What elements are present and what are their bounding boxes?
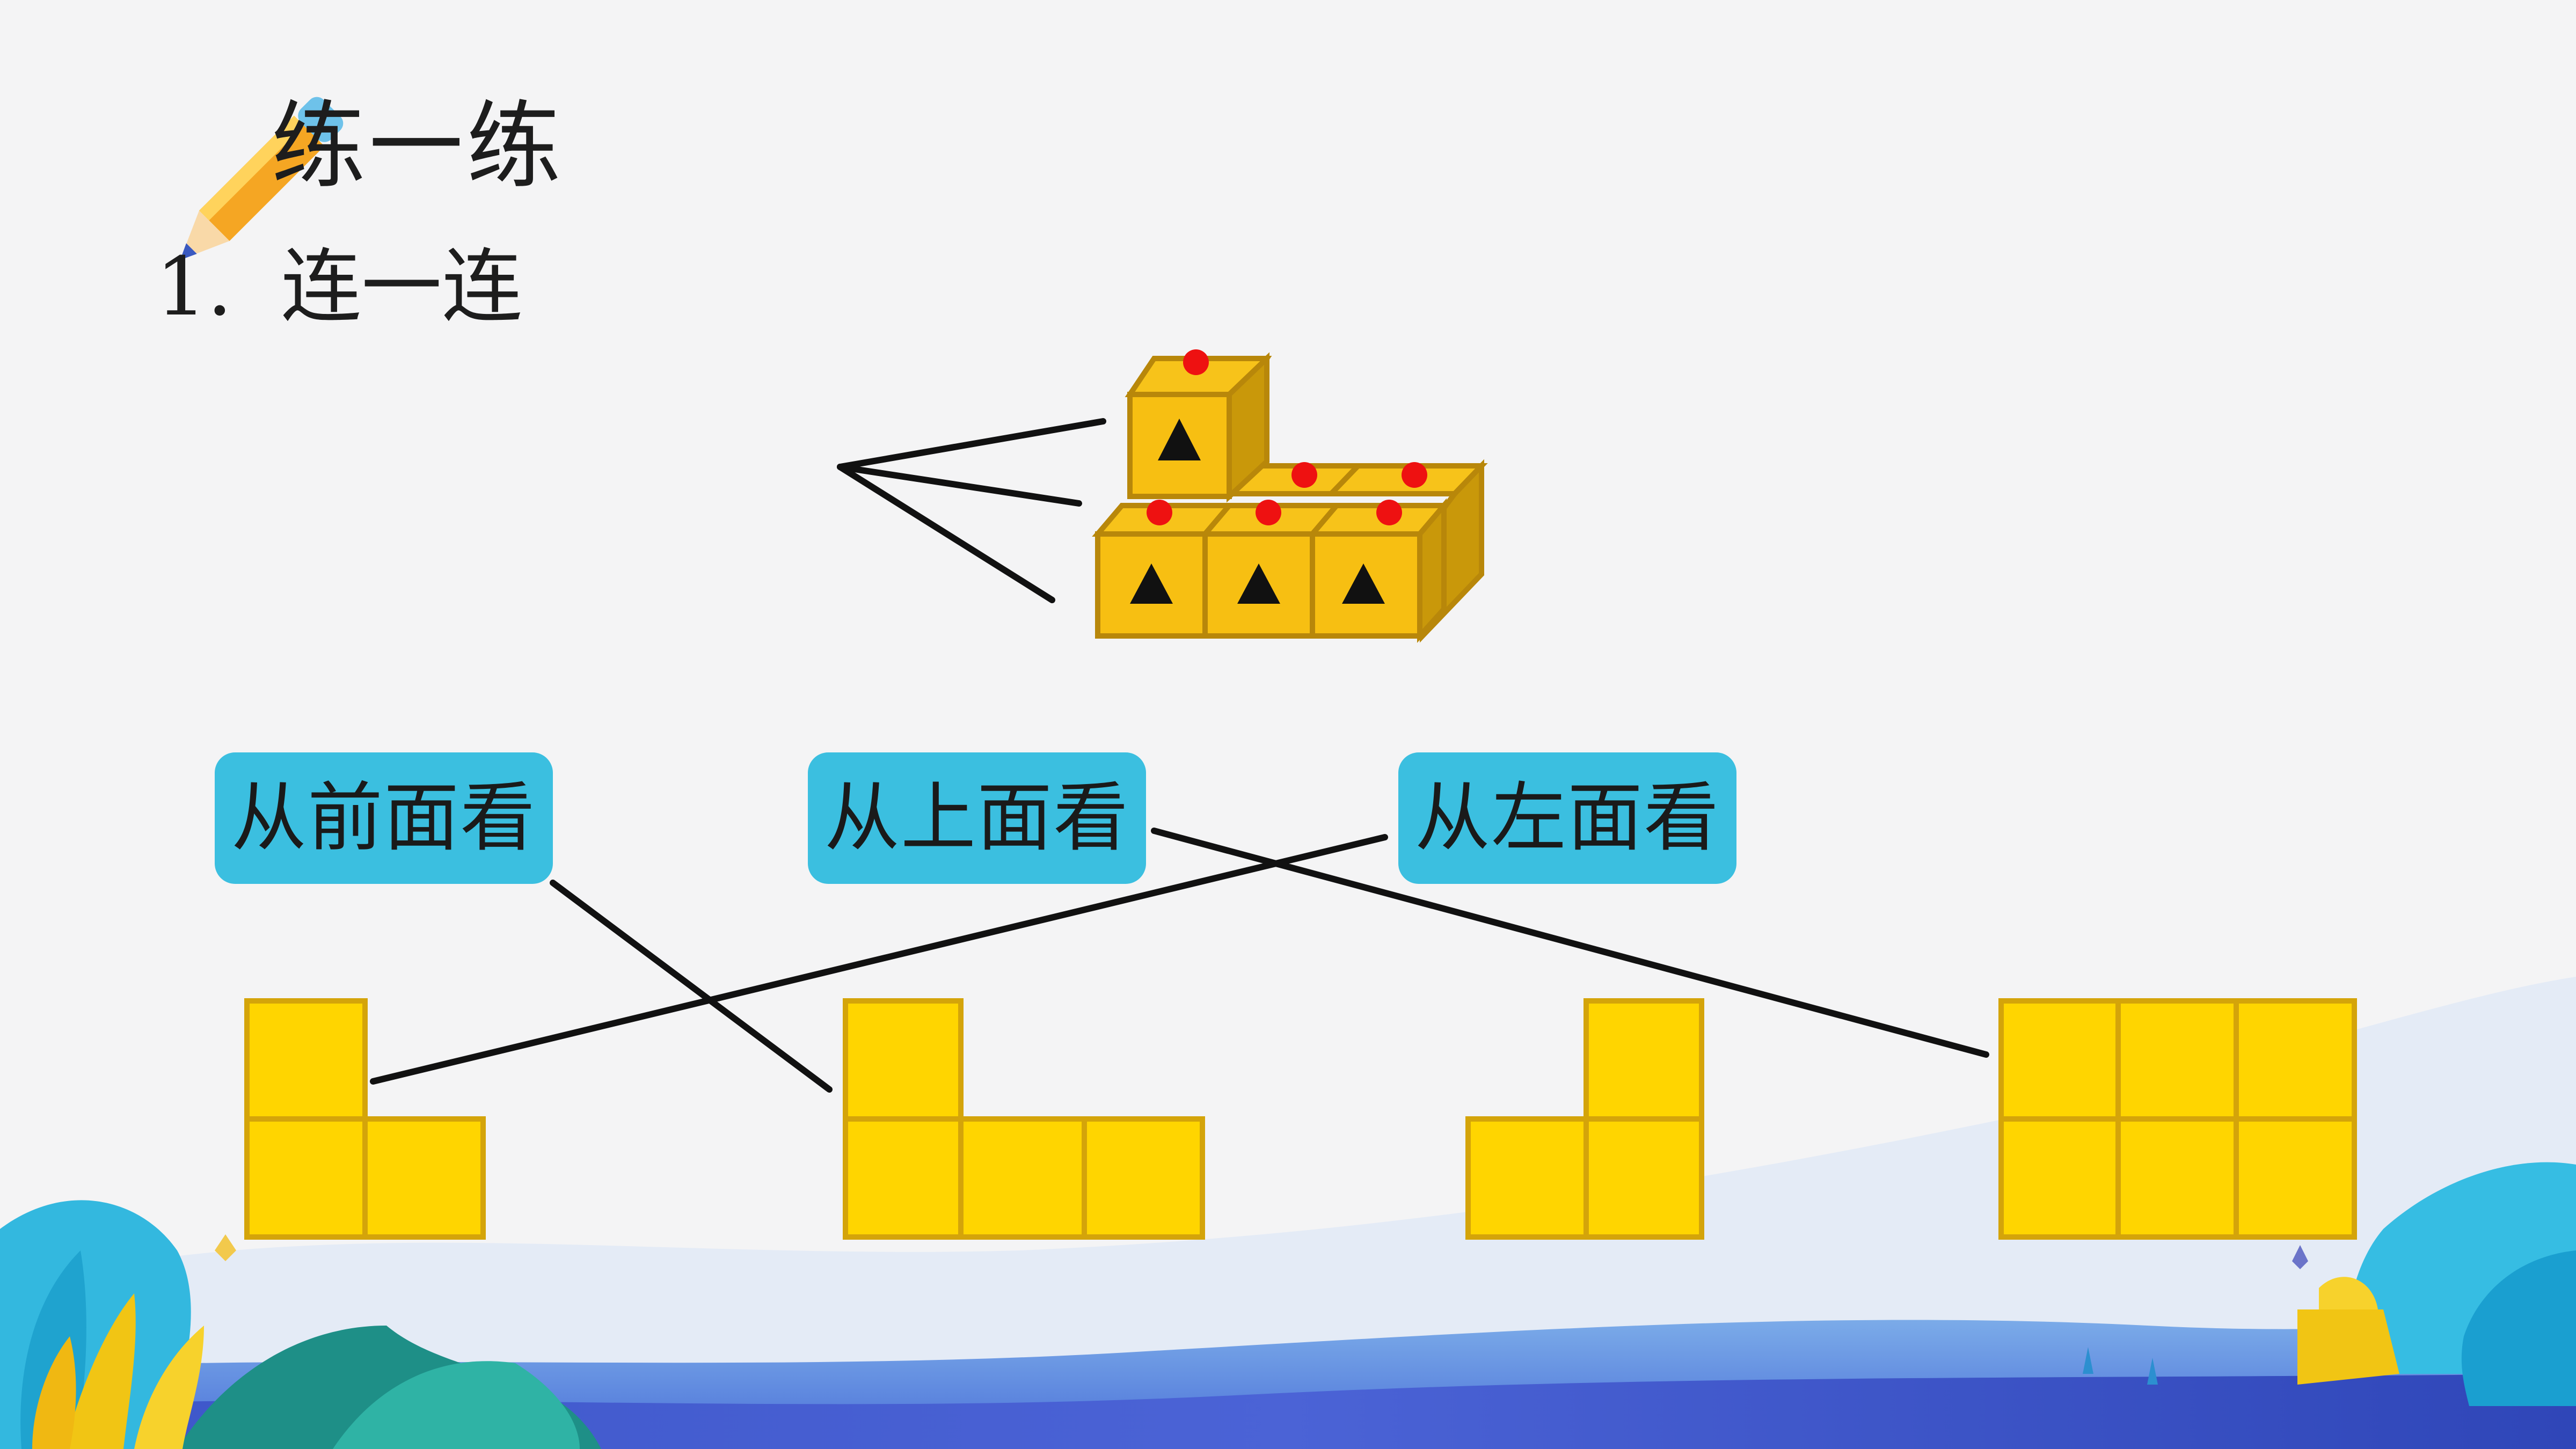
label-left-view[interactable]: 从左面看 [1398,752,1736,884]
dot-marker [1183,349,1209,375]
answer-line-front [550,880,833,1093]
triangle-marker [1130,564,1173,604]
dot-marker [1291,462,1317,488]
dot-marker [1256,500,1281,525]
view-left-shape-b[interactable] [1465,998,1704,1240]
question-number: 1. [156,240,233,334]
label-front-view[interactable]: 从前面看 [215,752,553,884]
view-direction-lines [837,418,1106,603]
triangle-marker [1237,564,1280,604]
dot-marker [1147,500,1172,525]
dot-marker [1402,462,1427,488]
right-plants [2083,1162,2576,1406]
pencil-icon [180,97,344,260]
triangle-marker [1342,564,1385,604]
question-text: 连一连 [281,240,523,334]
answer-lines [370,828,1989,1093]
view-top-shape[interactable] [1998,998,2357,1240]
triangle-marker [1158,419,1201,460]
dot-marker [1376,500,1402,525]
answer-line-top [1151,828,1989,1058]
question-line: 1.连一连 [156,247,522,327]
view-left-shape-a[interactable] [843,998,1205,1240]
view-front-shape[interactable] [244,998,486,1240]
cube-stack [1092,349,1488,643]
background-hills [0,977,2576,1449]
left-plants [0,1200,601,1449]
label-top-view[interactable]: 从上面看 [808,752,1146,884]
page-title: 练一练 [271,91,565,201]
answer-line-left [370,834,1388,1085]
